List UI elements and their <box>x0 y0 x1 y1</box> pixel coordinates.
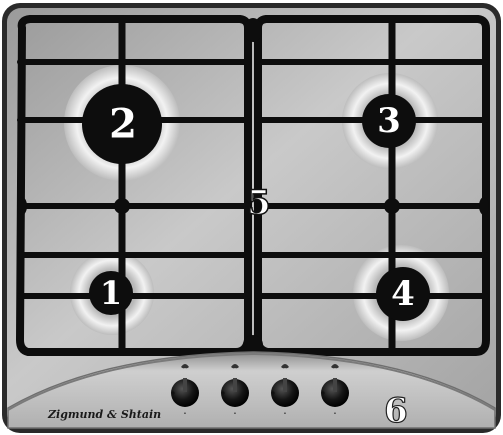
knob-1-tick: • <box>184 411 187 417</box>
burner-1-label: 1 <box>100 274 122 312</box>
burner-4-label: 4 <box>391 274 415 314</box>
brand-logo: Zigmund & Shtain <box>47 408 161 421</box>
knob-3-tick: • <box>284 411 287 417</box>
grate-label: 5 <box>247 183 271 223</box>
burner-2-label: 2 <box>109 101 137 148</box>
knob-2-tick: • <box>234 411 237 417</box>
knob-4-tick: • <box>334 411 337 417</box>
burner-3-label: 3 <box>377 101 401 141</box>
panel-label: 6 <box>384 391 408 431</box>
